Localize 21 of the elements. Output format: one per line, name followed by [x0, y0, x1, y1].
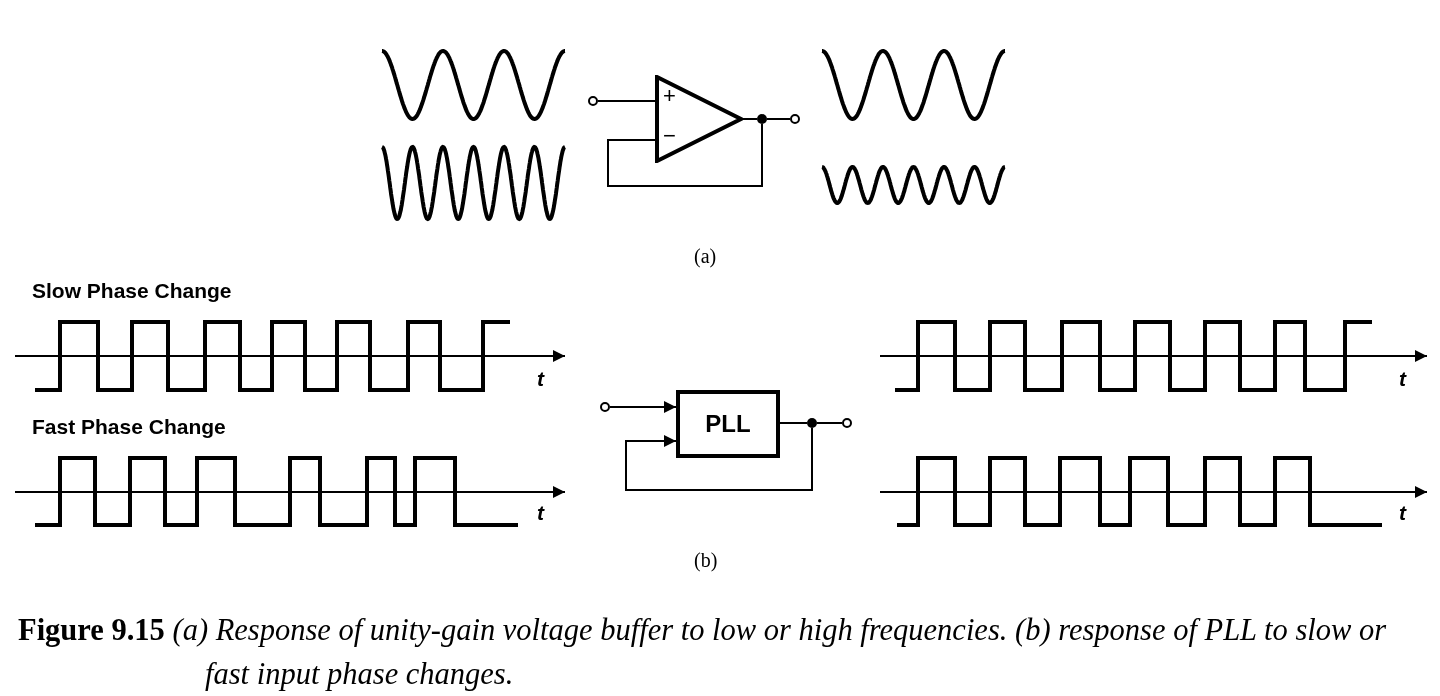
panel-label: (b)	[694, 550, 718, 570]
axis-label: t	[537, 368, 544, 389]
panel-label: (a)	[694, 246, 717, 266]
polarity-sign: +	[663, 85, 676, 107]
wire	[766, 118, 791, 120]
axis-label: t	[1399, 368, 1406, 389]
arrow	[609, 401, 677, 413]
block-box	[676, 390, 780, 458]
polarity-sign: −	[663, 125, 676, 147]
block-label: PLL	[705, 409, 751, 439]
wire	[607, 123, 763, 187]
wire	[816, 422, 843, 424]
figure-caption: Figure 9.15 (a) Response of unity-gain voltage buffer to low or high frequencies. (b) response of PLL to slow or fast input phase changes.	[18, 612, 1388, 693]
wire	[597, 100, 656, 102]
waveform-title: Slow Phase Change	[32, 280, 232, 301]
waveform-title: Fast Phase Change	[32, 416, 226, 437]
arrow	[625, 427, 813, 491]
axis-label: t	[537, 502, 544, 523]
axis-label: t	[1399, 502, 1406, 523]
wire	[779, 422, 808, 424]
wire	[742, 118, 758, 120]
